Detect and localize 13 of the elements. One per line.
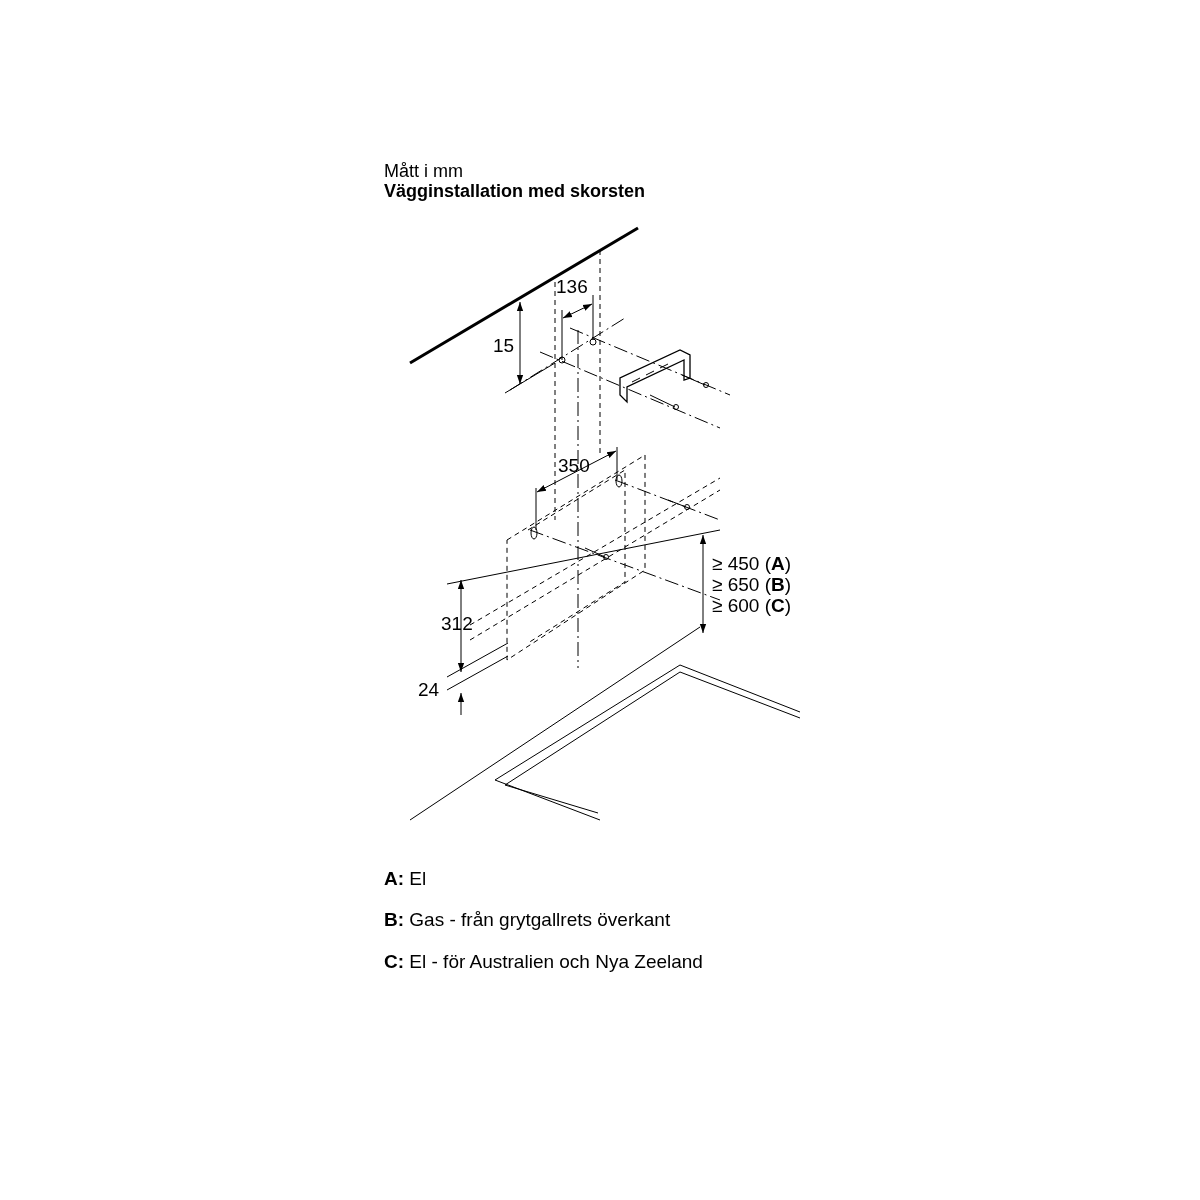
dimension-label: 15 [493,336,515,357]
dimension-label: 136 [556,277,588,298]
heading: Vägginstallation med skorsten [384,182,646,202]
dimension-label: ≥ 650 (B) [712,575,792,596]
dimension-label: 312 [441,614,473,635]
unit-note: Mått i mm [384,162,463,182]
dimension-label: 24 [418,680,440,701]
dimension-label: ≥ 600 (C) [712,596,792,617]
legend-note: B: Gas - från grytgallrets överkant [384,910,671,931]
legend-note: A: El [384,869,427,890]
legend-note: C: El - för Australien och Nya Zeeland [384,952,703,973]
dimension-label: 350 [558,456,590,477]
dimension-label: ≥ 450 (A) [712,554,792,575]
